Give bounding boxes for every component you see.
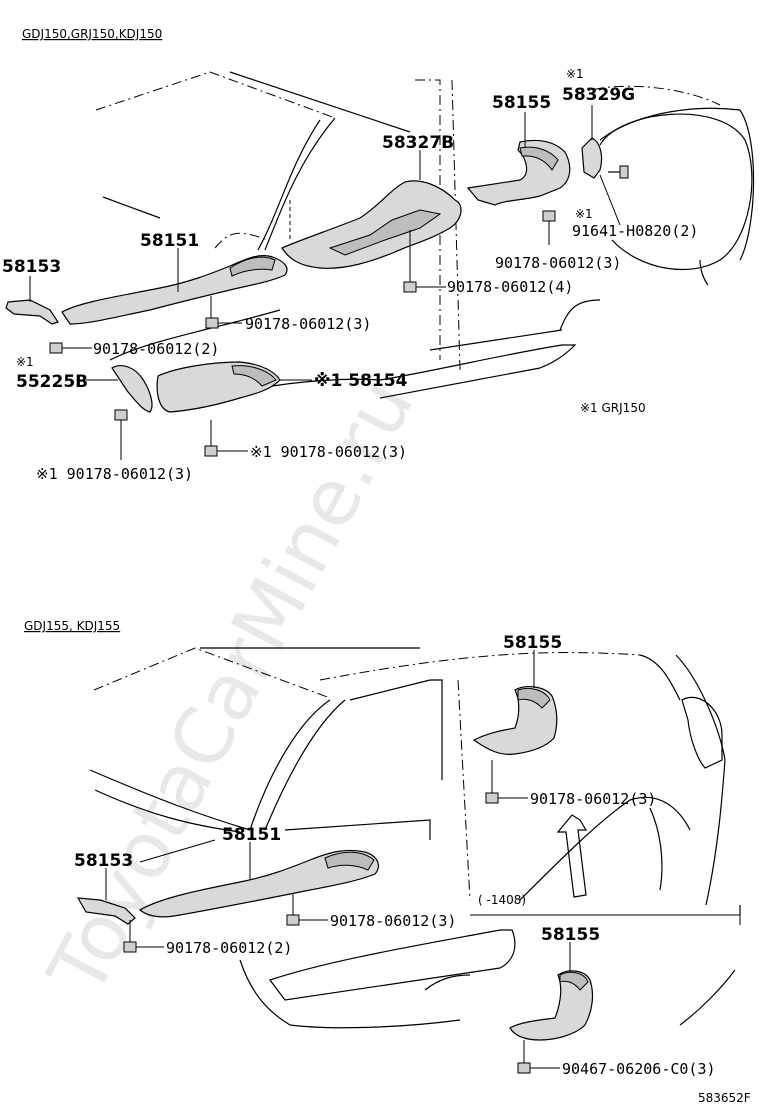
nut-90178-5 bbox=[114, 409, 128, 421]
vehicle-body-outline-2 bbox=[89, 647, 741, 1029]
label-90178-3c: ※1 90178-06012(3) bbox=[250, 443, 407, 461]
label-range: ( -1408) bbox=[478, 893, 526, 907]
label-90178-3a: 90178-06012(3) bbox=[495, 254, 621, 272]
part-55225b-shape bbox=[111, 365, 153, 413]
part-58155-shape bbox=[466, 139, 571, 206]
label-91641-mark: ※1 bbox=[575, 207, 593, 221]
part-58151-shape-2 bbox=[138, 849, 379, 918]
nut-90178-3 bbox=[205, 317, 219, 329]
label-90178-3b-2: 90178-06012(3) bbox=[330, 912, 456, 930]
part-58151-shape bbox=[61, 254, 288, 325]
label-58327b: 58327B bbox=[382, 133, 454, 153]
label-58329g-mark: ※1 bbox=[566, 67, 584, 81]
nut-90178-2 bbox=[403, 281, 417, 293]
label-58151: 58151 bbox=[140, 231, 199, 251]
label-58153: 58153 bbox=[2, 257, 61, 277]
section-1-title: GDJ150,GRJ150,KDJ150 bbox=[22, 27, 162, 41]
leader-lines-1 bbox=[29, 105, 621, 460]
range-bracket bbox=[470, 914, 741, 925]
part-58153-shape bbox=[5, 299, 59, 325]
nut-90178-4 bbox=[49, 342, 63, 354]
arrow-indicator bbox=[556, 814, 588, 898]
label-90178-2-2: 90178-06012(2) bbox=[166, 939, 292, 957]
label-91641: 91641-H0820(2) bbox=[572, 222, 698, 240]
label-55225b: 55225B bbox=[16, 372, 88, 392]
label-90467: 90467-06206-C0(3) bbox=[562, 1060, 716, 1078]
wheel-outline-1 bbox=[599, 113, 753, 271]
part-58155b-shape bbox=[509, 970, 594, 1041]
bolt-91641-shape bbox=[608, 165, 629, 179]
section-2-title: GDJ155, KDJ155 bbox=[24, 619, 120, 633]
part-58154-shape bbox=[156, 361, 281, 413]
leader-lines-2 bbox=[105, 650, 571, 1069]
label-58155: 58155 bbox=[492, 93, 551, 113]
part-58327b-shape bbox=[281, 180, 462, 269]
nut-90178-9 bbox=[123, 941, 137, 953]
nut-90178-6 bbox=[204, 445, 218, 457]
part-58155-shape-2 bbox=[472, 686, 558, 755]
nut-90467 bbox=[517, 1062, 531, 1074]
label-58155-2: 58155 bbox=[503, 633, 562, 653]
label-90178-3a-2: 90178-06012(3) bbox=[530, 790, 656, 808]
nut-90178-8 bbox=[286, 914, 300, 926]
label-55225b-mark: ※1 bbox=[16, 355, 34, 369]
nut-90178-1 bbox=[542, 210, 556, 222]
label-90178-3b: 90178-06012(3) bbox=[245, 315, 371, 333]
label-58329g: 58329G bbox=[562, 85, 635, 105]
label-58153-2: 58153 bbox=[74, 851, 133, 871]
label-90178-4: 90178-06012(4) bbox=[447, 278, 573, 296]
label-58151-2: 58151 bbox=[222, 825, 281, 845]
part-58329g-shape bbox=[581, 137, 603, 179]
label-58155b: 58155 bbox=[541, 925, 600, 945]
label-90178-2: 90178-06012(2) bbox=[93, 340, 219, 358]
label-58154: ※1 58154 bbox=[314, 371, 408, 391]
figure-code: 583652F bbox=[698, 1091, 751, 1105]
part-58153-shape-2 bbox=[76, 897, 136, 925]
label-90178-3d: ※1 90178-06012(3) bbox=[36, 465, 193, 483]
nut-90178-7 bbox=[485, 792, 499, 804]
section-2: GDJ155, KDJ155 bbox=[24, 619, 741, 1078]
label-note-grj150: ※1 GRJ150 bbox=[580, 401, 646, 415]
section-1: GDJ150,GRJ150,KDJ150 bbox=[2, 27, 755, 483]
